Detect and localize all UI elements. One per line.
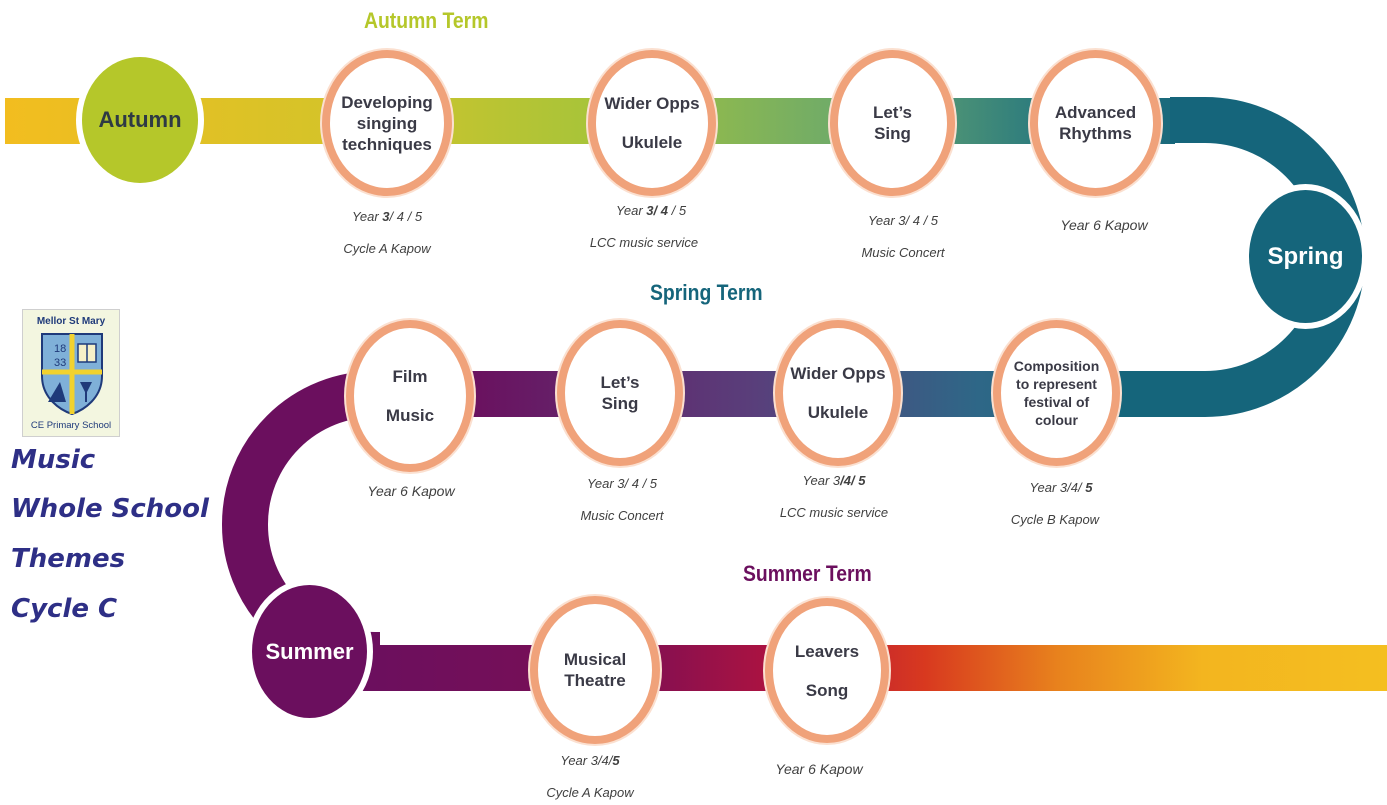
node-line: Let’s [872,103,913,122]
caption-note: Music Concert [861,245,945,260]
autumn-circle: Autumn [82,57,198,183]
node-line: Sing [601,394,639,413]
caption-note: Year 6 Kapow [1060,217,1148,233]
activity-developing-singing: Developing singing techniques [322,50,452,196]
node-line: Leavers [794,641,860,661]
caption-text: Year 3/4/ [1029,480,1086,495]
caption-note: Year 6 Kapow [775,761,863,777]
caption-note: Music Concert [580,508,664,523]
node-line: Song [805,680,849,700]
logo-year-bottom: 33 [54,357,66,369]
caption-year: Year 3/ 4 / 5 [586,476,658,491]
spring-circle-label: Spring [1267,242,1344,270]
caption-note: Cycle A Kapow [546,785,634,800]
school-crest-icon: 18 33 [41,333,103,416]
node-line: Advanced [1054,103,1137,122]
side-title-line: Whole School [11,494,209,524]
node-line: festival of [1023,394,1090,410]
node-line: Music [385,406,435,425]
caption-text: Year 3 [802,473,841,488]
side-title-line: Cycle C [11,594,118,624]
caption-year: Year 3/4/5 [500,753,680,768]
logo-bottom-text: CE Primary School [30,420,112,431]
caption-text: Year [351,209,383,224]
summer-term-title: Summer Term [743,561,872,586]
caption-text: / 5 [667,203,687,218]
caption-bold: /4/ 5 [840,473,866,488]
activity-film-music: Film Music [346,320,474,472]
node-line: Ukulele [621,133,683,152]
activity-lets-sing: Let’s Sing [830,50,955,196]
activity-leavers-song: Leavers Song [765,598,889,743]
node-line: Theatre [564,671,626,690]
caption-note: LCC music service [779,505,889,520]
caption-note: Year 6 Kapow [367,483,455,499]
caption-year: Year 3/ 4 / 5 [561,203,741,218]
autumn-term-title: Autumn Term [364,8,489,33]
activity-wider-opps-ukulele: Wider Opps Ukulele [588,50,716,196]
caption-text: / 4 / 5 [389,209,423,224]
caption-note: Cycle B Kapow [1010,512,1100,527]
node-line: Wider Opps [604,94,700,113]
node-line: colour [1035,412,1078,428]
activity-wider-opps-ukulele-2: Wider Opps Ukulele [775,320,901,466]
node-line: Rhythms [1059,124,1132,143]
spring-term-title: Spring Term [650,280,763,305]
caption-bold: 3 [382,209,390,224]
caption-text: Year 3/4/ [560,753,613,768]
caption-bold: 5 [612,753,620,768]
caption-note: LCC music service [589,235,699,250]
node-line: Sing [874,124,911,143]
activity-lets-sing-2: Let’s Sing [557,320,683,466]
summer-circle-label: Summer [265,638,354,664]
node-line: Musical [563,650,627,669]
node-line: singing [356,113,418,133]
spring-circle: Spring [1249,190,1362,323]
school-logo: Mellor St Mary 18 33 CE Primary School [22,309,120,437]
node-line: Let’s [600,373,640,392]
activity-advanced-rhythms: Advanced Rhythms [1030,50,1161,196]
logo-year-top: 18 [54,343,66,355]
caption-note: Cycle A Kapow [343,241,431,256]
autumn-circle-label: Autumn [98,107,182,132]
caption-bold: 3/ 4 [646,203,668,218]
node-line: Film [392,367,428,386]
logo-top-text: Mellor St Mary [36,316,106,327]
node-line: Composition [1013,358,1100,374]
side-title-line: Music [11,445,96,475]
caption-year: Year 3/4/ 5 [744,473,924,488]
caption-bold: 5 [1085,480,1093,495]
summer-circle: Summer [252,585,367,718]
node-line: techniques [342,134,432,154]
caption-text: Year [615,203,647,218]
caption-year: Year 3/4/ 5 [971,480,1151,495]
node-line: to represent [1016,376,1097,392]
activity-musical-theatre: Musical Theatre [530,596,660,744]
side-title-line: Themes [11,544,126,574]
node-line: Developing [341,92,433,112]
activity-composition: Composition to represent festival of col… [993,320,1120,466]
caption-year: Year 3/ 4 / 5 [297,209,477,224]
caption-year: Year 3/ 4 / 5 [867,213,939,228]
node-line: Ukulele [807,403,869,422]
node-line: Wider Opps [790,364,886,383]
